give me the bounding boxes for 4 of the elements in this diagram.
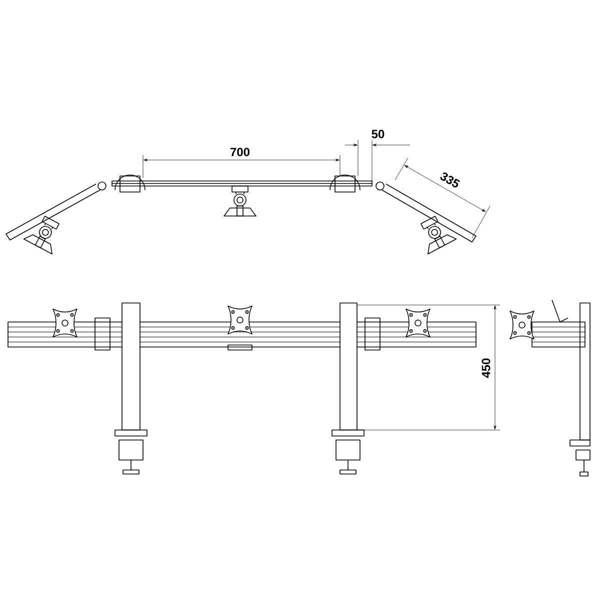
- dimension-label: 450: [482, 358, 490, 378]
- dimension-label: 335: [440, 172, 460, 188]
- dimension-label: 50: [372, 130, 384, 138]
- dimension-label: 700: [230, 148, 250, 156]
